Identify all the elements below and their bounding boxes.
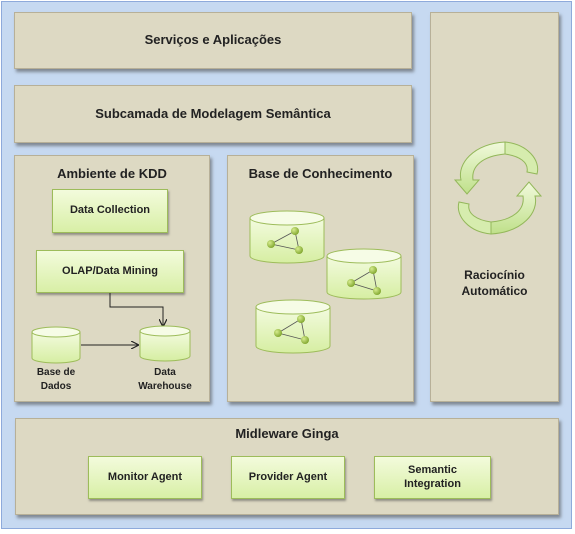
data-warehouse-label-line2: Warehouse <box>138 380 192 392</box>
monitor-agent-label: Monitor Agent <box>107 470 183 483</box>
kdd-environment-title: Ambiente de KDD <box>57 166 167 181</box>
data-collection-box: Data Collection <box>52 189 168 233</box>
semantic-integration-label-line1: Semantic <box>408 463 457 476</box>
semantic-integration-box: Semantic Integration <box>374 456 491 499</box>
reasoning-box: Raciocínio Automático <box>430 12 559 402</box>
reasoning-label-line1: Raciocínio <box>464 268 525 282</box>
database-label-line1: Base de <box>36 367 76 378</box>
knowledge-base-box: Base de Conhecimento <box>227 155 414 402</box>
data-warehouse-label: Data Warehouse <box>128 366 202 393</box>
data-collection-label: Data Collection <box>69 204 151 217</box>
olap-data-mining-box: OLAP/Data Mining <box>36 250 184 293</box>
database-label: Base de Dados <box>26 366 86 393</box>
semantic-integration-label-line2: Integration <box>404 477 461 490</box>
monitor-agent-box: Monitor Agent <box>88 456 202 499</box>
data-warehouse-label-line1: Data <box>154 367 176 378</box>
provider-agent-box: Provider Agent <box>231 456 345 499</box>
services-layer: Serviços e Aplicações <box>14 12 412 69</box>
cycle-arrows-icon <box>453 141 543 235</box>
services-layer-label: Serviços e Aplicações <box>144 32 282 47</box>
middleware-title: Midleware Ginga <box>235 426 339 441</box>
semantic-modeling-layer-label: Subcamada de Modelagem Semântica <box>95 106 331 121</box>
reasoning-label: Raciocínio Automático <box>431 267 558 299</box>
knowledge-base-title: Base de Conhecimento <box>248 166 393 181</box>
semantic-modeling-layer: Subcamada de Modelagem Semântica <box>14 85 412 143</box>
olap-data-mining-label: OLAP/Data Mining <box>62 264 158 277</box>
reasoning-label-line2: Automático <box>461 284 528 299</box>
provider-agent-label: Provider Agent <box>248 470 328 483</box>
database-label-line2: Dados <box>40 380 72 392</box>
